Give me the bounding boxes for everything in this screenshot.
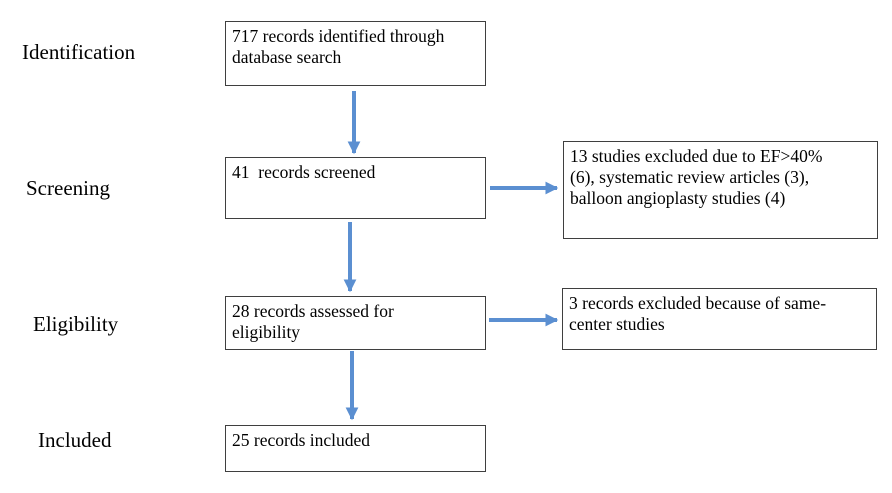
box-text-line: 3 records excluded because of same-	[569, 293, 827, 313]
stage-label-included: Included	[38, 428, 112, 452]
box-excluded-screening: 13 studies excluded due to EF>40% (6), s…	[563, 141, 878, 239]
box-text-line: 41 records screened	[232, 162, 376, 182]
box-text-line: 28 records assessed for	[232, 301, 394, 321]
stage-label-eligibility: Eligibility	[33, 312, 119, 336]
box-text-line: 717 records identified through	[232, 26, 445, 46]
box-text-line: balloon angioplasty studies (4)	[570, 188, 786, 208]
stage-label-identification: Identification	[22, 40, 136, 64]
box-excluded-eligibility: 3 records excluded because of same- cent…	[562, 288, 877, 350]
box-records-included: 25 records included	[225, 425, 486, 472]
box-text-line: 25 records included	[232, 430, 371, 450]
box-text-line: database search	[232, 47, 342, 67]
box-text-line: 13 studies excluded due to EF>40%	[570, 146, 823, 166]
stage-label-screening: Screening	[26, 176, 110, 200]
box-text-line: (6), systematic review articles (3),	[570, 167, 810, 187]
box-records-screened: 41 records screened	[225, 157, 486, 219]
box-records-identified: 717 records identified through database …	[225, 21, 486, 86]
box-text-line: eligibility	[232, 322, 301, 342]
box-records-assessed: 28 records assessed for eligibility	[225, 296, 486, 350]
box-text-line: center studies	[569, 314, 665, 334]
